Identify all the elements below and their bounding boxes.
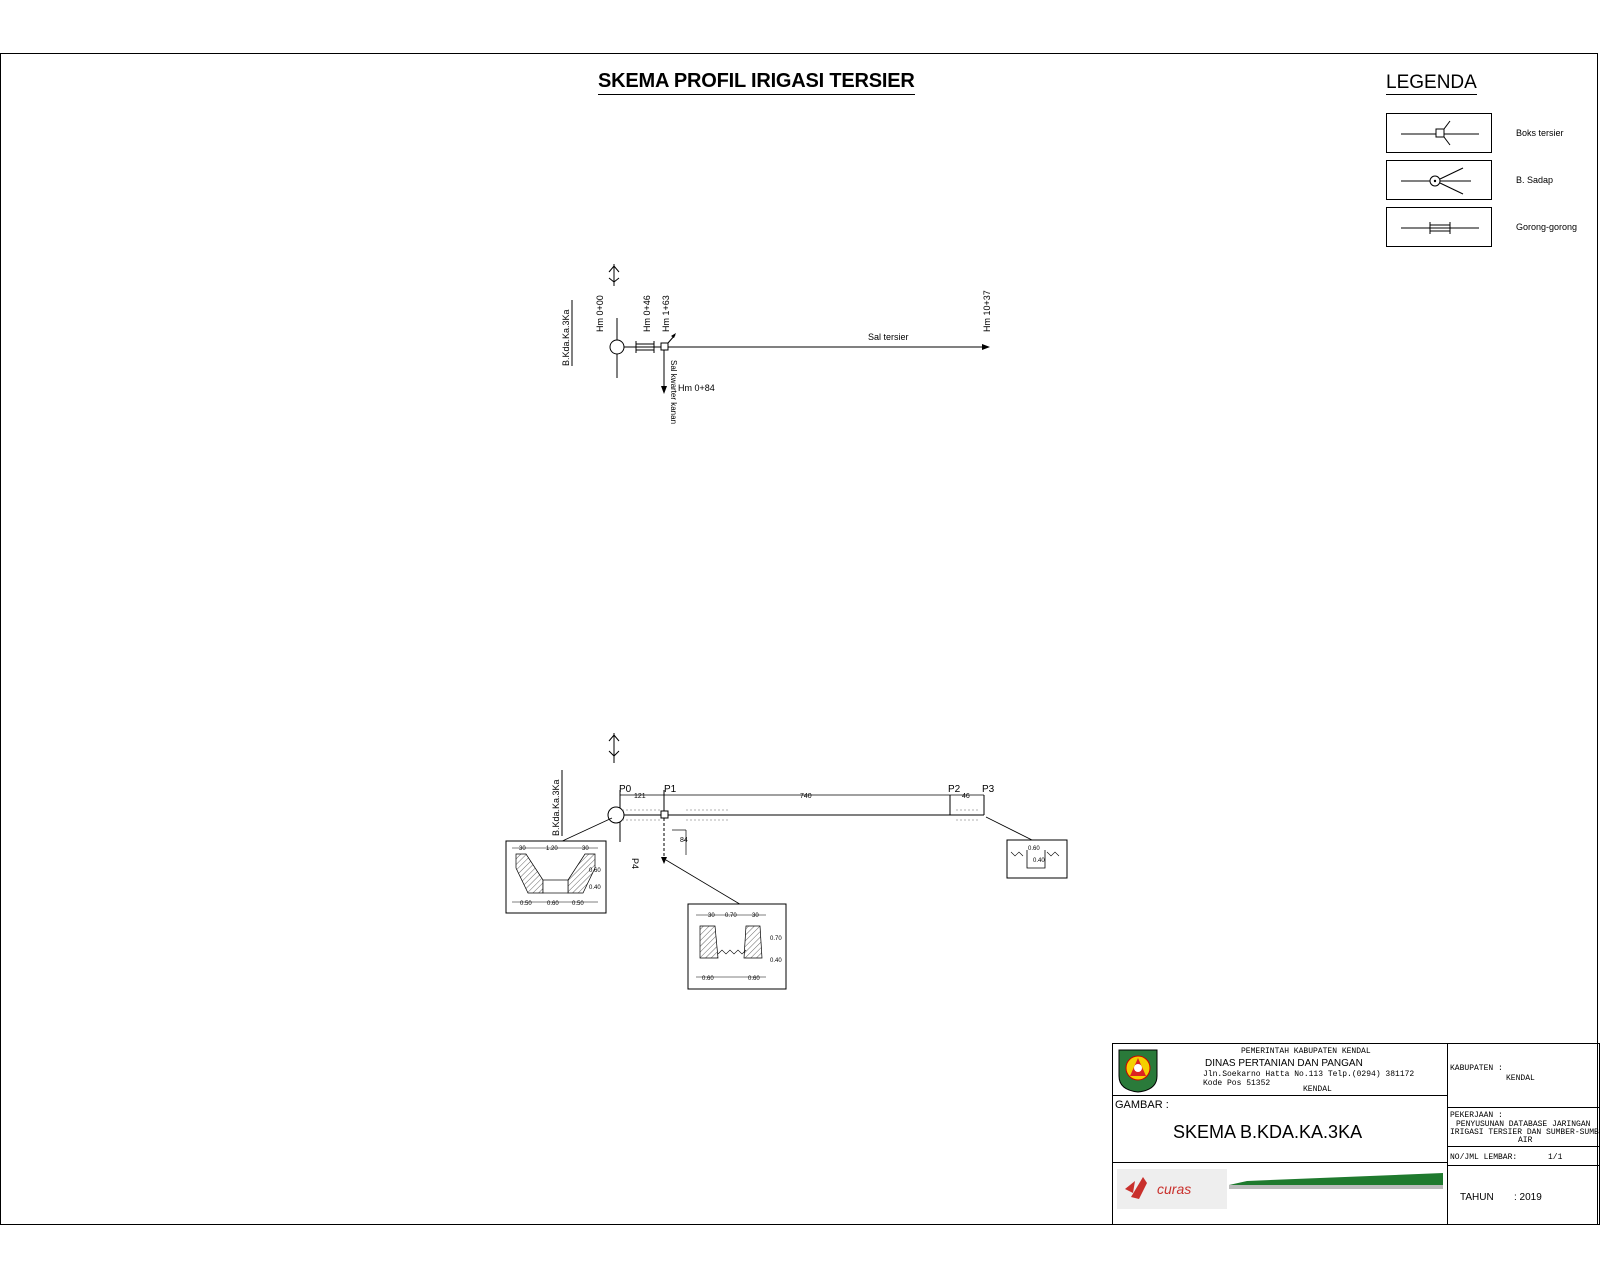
bangunan-sadap-icon xyxy=(1401,167,1471,195)
pekerjaan-value: IRIGASI TERSIER DAN SUMBER-SUMBER xyxy=(1450,1128,1600,1137)
culvert-symbol xyxy=(635,341,655,353)
north-arrow-icon xyxy=(608,733,620,763)
section-mid: 30 0.70 30 0.70 0.40 0.60 0.60 xyxy=(687,903,787,990)
hm-label: Hm 0+00 xyxy=(595,295,605,332)
consultant-name: curas xyxy=(1157,1181,1192,1197)
box-symbol xyxy=(660,810,669,819)
year-cell: TAHUN : 2019 xyxy=(1447,1165,1600,1225)
box-symbol xyxy=(660,342,669,351)
legend-label: Boks tersier xyxy=(1516,128,1564,138)
dim-label: 0.60 xyxy=(547,901,559,907)
drawing-sheet xyxy=(0,53,1598,1225)
dim-label: 30 xyxy=(752,913,759,919)
city-text: KENDAL xyxy=(1303,1085,1332,1094)
consultant-logo-icon xyxy=(1117,1169,1227,1209)
sheet-cell: NO/JML LEMBAR: 1/1 xyxy=(1447,1146,1600,1166)
point-label: P0 xyxy=(619,784,632,795)
intake-symbol xyxy=(607,806,625,824)
section-left: 30 1.20 30 0.60 0.40 0.50 0.60 0.50 xyxy=(505,840,607,914)
sheet-value: 1/1 xyxy=(1548,1153,1563,1162)
point-label: P3 xyxy=(982,784,995,795)
drawing-name-cell: GAMBAR : SKEMA B.KDA.KA.3KA xyxy=(1112,1095,1448,1163)
consultant-banner xyxy=(1229,1173,1443,1189)
dim-label: 1.20 xyxy=(546,846,558,852)
intake-symbol xyxy=(609,339,625,355)
north-arrow-icon xyxy=(608,264,620,286)
point-label: P2 xyxy=(948,784,961,795)
dim-label: 0.60 xyxy=(1028,846,1040,852)
distance-label: 740 xyxy=(800,793,812,800)
address-text: Jln.Soekarno Hatta No.113 Telp.(0294) 38… xyxy=(1203,1070,1415,1079)
gambar-label: GAMBAR : xyxy=(1115,1099,1169,1111)
year-value: : 2019 xyxy=(1514,1192,1542,1203)
pekerjaan-cell: PEKERJAAN : PENYUSUNAN DATABASE JARINGAN… xyxy=(1447,1107,1600,1147)
drawing-title: SKEMA PROFIL IRIGASI TERSIER xyxy=(598,70,915,95)
dim-label: 0.60 xyxy=(589,868,601,874)
year-label: TAHUN xyxy=(1460,1192,1494,1203)
distance-label: 46 xyxy=(962,793,970,800)
kabupaten-cell: KABUPATEN : KENDAL xyxy=(1447,1043,1600,1108)
title-block: PEMERINTAH KABUPATEN KENDAL DINAS PERTAN… xyxy=(1112,1043,1600,1225)
branch-distance-label: 84 xyxy=(680,837,688,844)
section-right: 0.60 0.40 xyxy=(1006,839,1068,879)
dim-label: 0.70 xyxy=(770,936,782,942)
schema-top: B.Kda.Ka.3Ka Hm 0+00 Hm 0+46 Hm 1+63 Hm … xyxy=(561,264,992,424)
kabupaten-value: KENDAL xyxy=(1506,1074,1535,1083)
branch-point-label: P4 xyxy=(630,858,640,869)
point-label: P1 xyxy=(664,784,677,795)
hm-label: Hm 0+46 xyxy=(642,295,652,332)
gov-text: PEMERINTAH KABUPATEN KENDAL xyxy=(1241,1047,1371,1056)
legend-label: B. Sadap xyxy=(1516,175,1554,185)
dim-label: 0.70 xyxy=(725,913,737,919)
dim-label: 0.60 xyxy=(702,976,714,982)
legend-box-bangunan-sadap xyxy=(1386,160,1492,200)
dim-label: 30 xyxy=(582,846,589,852)
gorong-gorong-icon xyxy=(1401,222,1479,234)
branch-label: Sal kwarter kanan xyxy=(669,360,678,424)
profile-source-label: B.Kda.Ka.3Ka xyxy=(551,779,561,836)
hm-label: Hm 10+37 xyxy=(982,290,992,332)
pekerjaan-value: AIR xyxy=(1518,1136,1533,1145)
legend-label: Gorong-gorong xyxy=(1516,222,1578,232)
dim-label: 0.50 xyxy=(572,901,584,907)
legend-box-boks-tersier xyxy=(1386,113,1492,153)
pekerjaan-label: PEKERJAAN : xyxy=(1450,1111,1503,1120)
dim-label: 0.40 xyxy=(589,885,601,891)
schema-source-label: B.Kda.Ka.3Ka xyxy=(561,309,571,366)
channel-label: Sal tersier xyxy=(868,332,909,342)
hm-label: Hm 1+63 xyxy=(661,295,671,332)
agency-cell: PEMERINTAH KABUPATEN KENDAL DINAS PERTAN… xyxy=(1112,1043,1448,1096)
consultant-cell: curas xyxy=(1112,1162,1448,1225)
dim-label: 0.60 xyxy=(748,976,760,982)
legend-title: LEGENDA xyxy=(1386,72,1477,95)
dim-label: 0.40 xyxy=(770,958,782,964)
distance-label: 121 xyxy=(634,793,646,800)
branch-hm-label: Hm 0+84 xyxy=(678,383,715,393)
dim-label: 30 xyxy=(519,846,526,852)
postcode-text: Kode Pos 51352 xyxy=(1203,1079,1271,1088)
pekerjaan-value: PENYUSUNAN DATABASE JARINGAN xyxy=(1456,1120,1591,1129)
dim-label: 30 xyxy=(708,913,715,919)
schema-profile: B.Kda.Ka.3Ka P0 P1 P2 P3 121 740 46 84 xyxy=(505,733,1068,990)
kabupaten-label: KABUPATEN : xyxy=(1450,1064,1503,1073)
legend-box-gorong-gorong xyxy=(1386,207,1492,247)
dim-label: 0.50 xyxy=(520,901,532,907)
sheet-label: NO/JML LEMBAR: xyxy=(1450,1153,1518,1162)
drawing-name: SKEMA B.KDA.KA.3KA xyxy=(1173,1122,1363,1142)
dept-text: DINAS PERTANIAN DAN PANGAN xyxy=(1205,1058,1363,1069)
dim-label: 0.40 xyxy=(1033,858,1045,864)
kendal-regency-emblem-icon xyxy=(1118,1049,1158,1093)
boks-tersier-icon xyxy=(1401,120,1479,146)
